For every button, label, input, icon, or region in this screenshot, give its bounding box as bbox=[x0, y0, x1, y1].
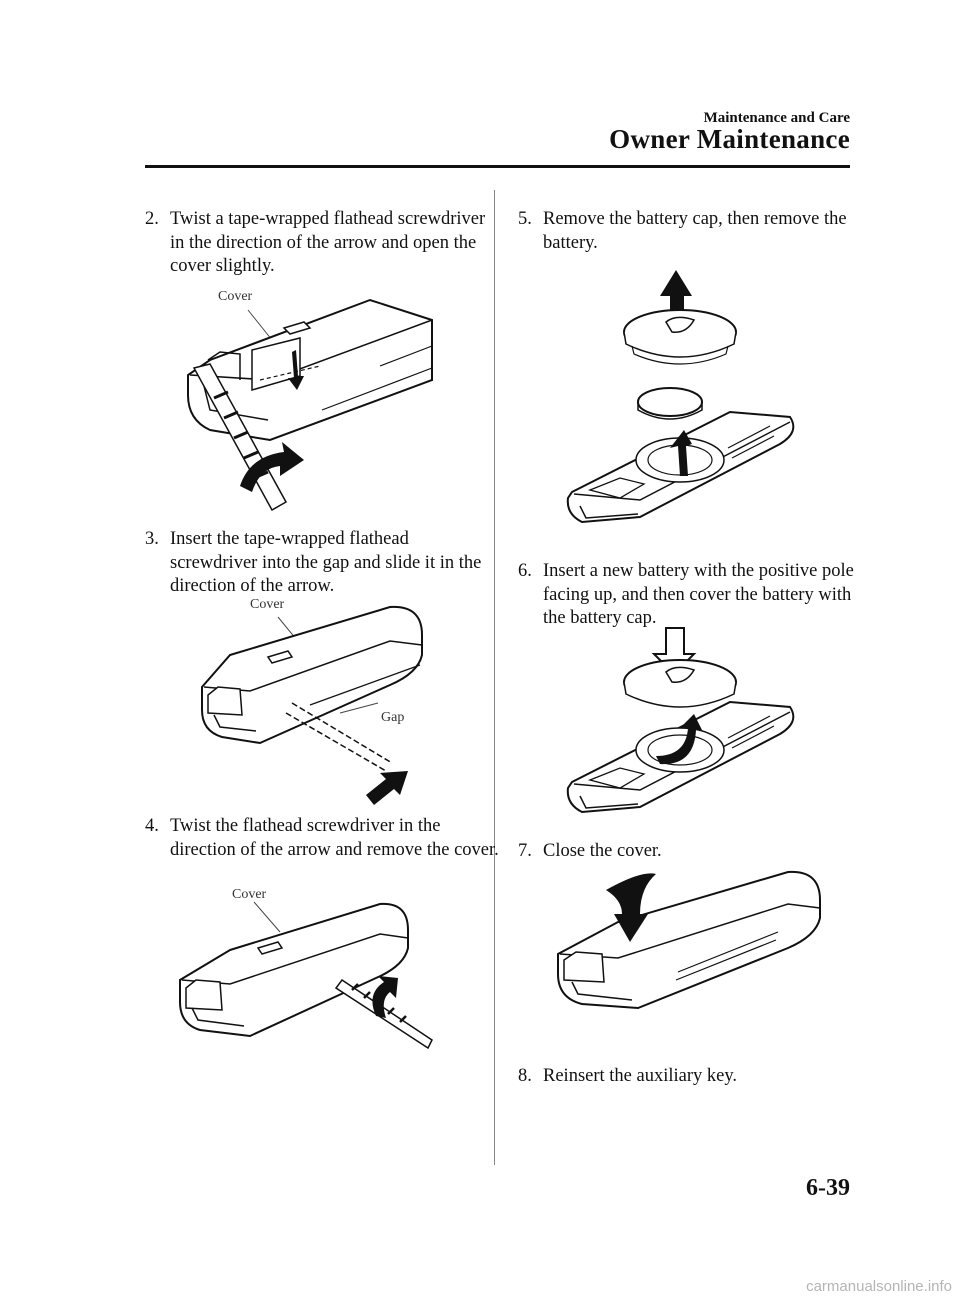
cover-label: Cover bbox=[232, 887, 267, 902]
header-rule bbox=[145, 165, 850, 168]
step-number: 2. bbox=[145, 209, 159, 229]
step-text: Reinsert the auxiliary key. bbox=[543, 1066, 738, 1086]
step-text: Close the cover. bbox=[543, 841, 662, 861]
step-text: Insert the tape-wrapped flathead screwdr… bbox=[170, 529, 482, 596]
page-heading: Owner Maintenance bbox=[609, 124, 850, 154]
step-text: Twist a tape-wrapped flathead screwdrive… bbox=[170, 209, 486, 276]
step-number: 6. bbox=[518, 561, 532, 581]
watermark-link[interactable]: carmanualsonline.info bbox=[806, 1278, 952, 1295]
figure-remove-cover bbox=[170, 890, 440, 1060]
step-3: 3. Insert the tape-wrapped flathead screw… bbox=[145, 528, 500, 599]
figure-close-cover bbox=[548, 862, 828, 1027]
step-number: 3. bbox=[145, 529, 159, 549]
gap-label: Gap bbox=[381, 710, 405, 725]
column-divider bbox=[494, 190, 495, 1165]
step-text: Insert a new battery with the positive p… bbox=[543, 561, 854, 628]
step-4: 4. Twist the flathead screwdriver in the … bbox=[145, 815, 500, 862]
cover-label: Cover bbox=[218, 289, 253, 304]
step-6: 6. Insert a new battery with the positive… bbox=[518, 560, 873, 631]
figure-insert-screwdriver-gap bbox=[190, 595, 430, 810]
step-text: Remove the battery cap, then remove the … bbox=[543, 209, 847, 253]
step-2: 2. Twist a tape-wrapped flathead screwdri… bbox=[145, 208, 500, 279]
step-number: 5. bbox=[518, 209, 532, 229]
step-7: 7. Close the cover. bbox=[518, 840, 873, 864]
step-number: 8. bbox=[518, 1066, 532, 1086]
figure-remove-battery bbox=[560, 262, 810, 537]
cover-label: Cover bbox=[250, 597, 285, 612]
step-number: 4. bbox=[145, 816, 159, 836]
step-text: Twist the flathead screwdriver in the di… bbox=[170, 816, 499, 860]
step-5: 5. Remove the battery cap, then remove th… bbox=[518, 208, 873, 255]
step-number: 7. bbox=[518, 841, 532, 861]
figure-insert-new-battery bbox=[560, 622, 810, 822]
step-8: 8. Reinsert the auxiliary key. bbox=[518, 1065, 873, 1089]
figure-open-cover-slightly bbox=[180, 280, 440, 520]
page-number: 6-39 bbox=[806, 1175, 850, 1201]
section-title: Maintenance and Care bbox=[703, 110, 850, 126]
